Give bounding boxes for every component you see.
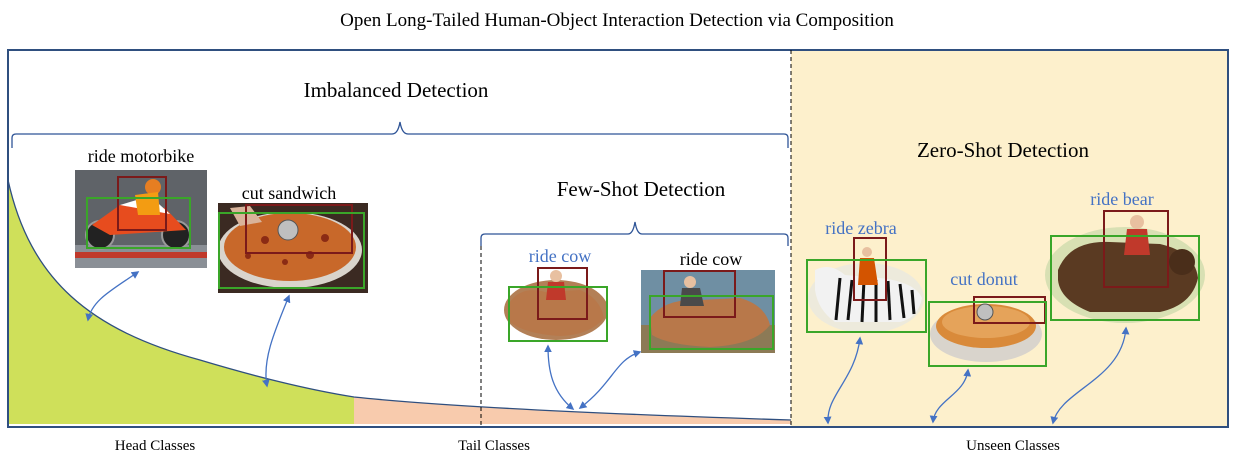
arrow-bear (1050, 326, 1130, 425)
image-ride-bear (1045, 215, 1205, 323)
object-box-bear (1050, 235, 1200, 321)
label-cut-donut: cut donut (950, 269, 1018, 289)
tail-classes-area (354, 397, 791, 424)
object-box-cow-1 (508, 286, 608, 342)
object-box-donut (928, 301, 1047, 367)
arrow-motorbike (85, 271, 140, 322)
arrow-zebra (823, 336, 864, 425)
human-box-bear (1103, 210, 1169, 288)
arrow-donut (929, 368, 972, 424)
object-box-sandwich (218, 212, 365, 289)
imbalanced-detection-label: Imbalanced Detection (304, 78, 489, 102)
image-cut-donut (930, 303, 1042, 362)
image-ride-motorbike (75, 170, 207, 268)
human-box-zebra (853, 237, 887, 301)
tail-classes-label: Tail Classes (458, 438, 530, 454)
arrow-sandwich (261, 294, 291, 388)
label-cut-sandwich: cut sandwich (242, 183, 336, 203)
label-ride-zebra: ride zebra (825, 218, 896, 238)
few-shot-bracket (480, 221, 789, 246)
label-ride-cow-1: ride cow (529, 246, 591, 266)
imbalanced-bracket (11, 121, 789, 148)
image-ride-cow-2 (641, 270, 775, 353)
object-box-motorbike (86, 197, 191, 249)
zero-shot-detection-label: Zero-Shot Detection (917, 138, 1090, 162)
label-ride-cow-2: ride cow (680, 249, 742, 269)
arrow-cow-1 (544, 344, 575, 410)
figure-title: Open Long-Tailed Human-Object Interactio… (340, 10, 894, 31)
object-box-zebra (806, 259, 927, 333)
few-shot-detection-label: Few-Shot Detection (557, 177, 726, 201)
label-ride-motorbike: ride motorbike (88, 146, 194, 166)
long-tail-curve (7, 179, 792, 421)
arrows (85, 271, 1130, 425)
outer-frame (7, 49, 1229, 428)
image-ride-zebra (808, 247, 924, 333)
human-box-cow-2 (663, 270, 736, 318)
image-cut-sandwich (218, 203, 368, 293)
image-ride-cow-1 (504, 270, 608, 340)
unseen-classes-label: Unseen Classes (966, 438, 1060, 454)
head-classes-area (8, 180, 354, 424)
object-box-cow-2 (649, 295, 774, 350)
label-ride-bear: ride bear (1090, 189, 1153, 209)
human-box-motorbike (117, 176, 167, 231)
head-classes-label: Head Classes (115, 438, 196, 454)
human-box-sandwich (245, 204, 353, 254)
human-box-cow-1 (537, 267, 588, 320)
arrow-cow-2 (578, 350, 642, 409)
